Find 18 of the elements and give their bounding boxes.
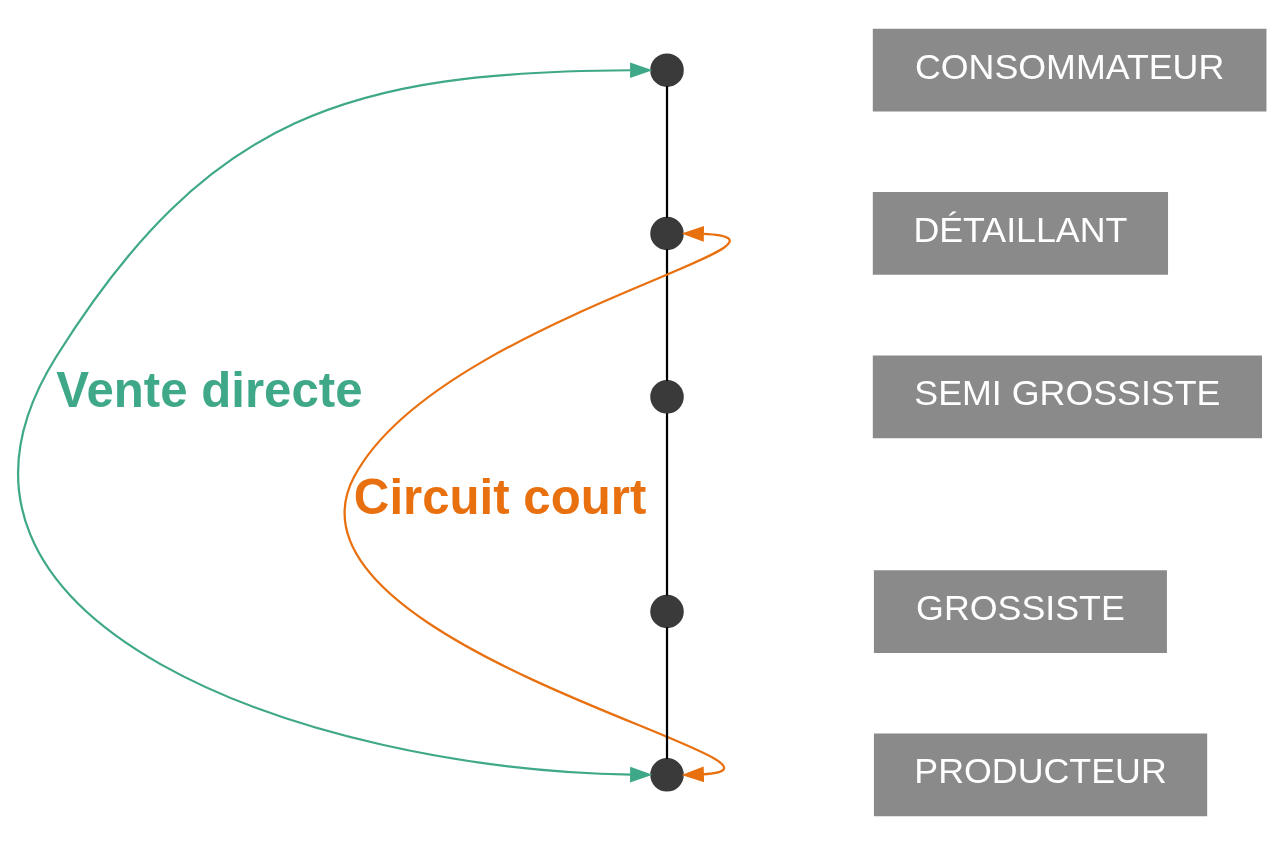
node-circle: [650, 53, 684, 87]
node-box: DÉTAILLANT: [872, 192, 1169, 275]
node-circle: [650, 594, 684, 629]
node-box: PRODUCTEUR: [873, 733, 1208, 817]
node-circle: [650, 216, 684, 251]
arrow: [343, 226, 728, 783]
arrow: [17, 62, 653, 783]
connector: [665, 627, 669, 759]
edge-label: Vente directe: [56, 362, 363, 418]
node-box: GROSSISTE: [873, 570, 1167, 653]
connector: [665, 249, 669, 381]
connector: [665, 85, 669, 218]
connector: [665, 413, 669, 596]
edge-label: Circuit court: [353, 469, 647, 525]
node-circle: [650, 380, 684, 414]
node-circle: [650, 758, 684, 792]
node-box: CONSOMMATEUR: [872, 28, 1267, 112]
node-box: SEMI GROSSISTE: [872, 355, 1262, 439]
